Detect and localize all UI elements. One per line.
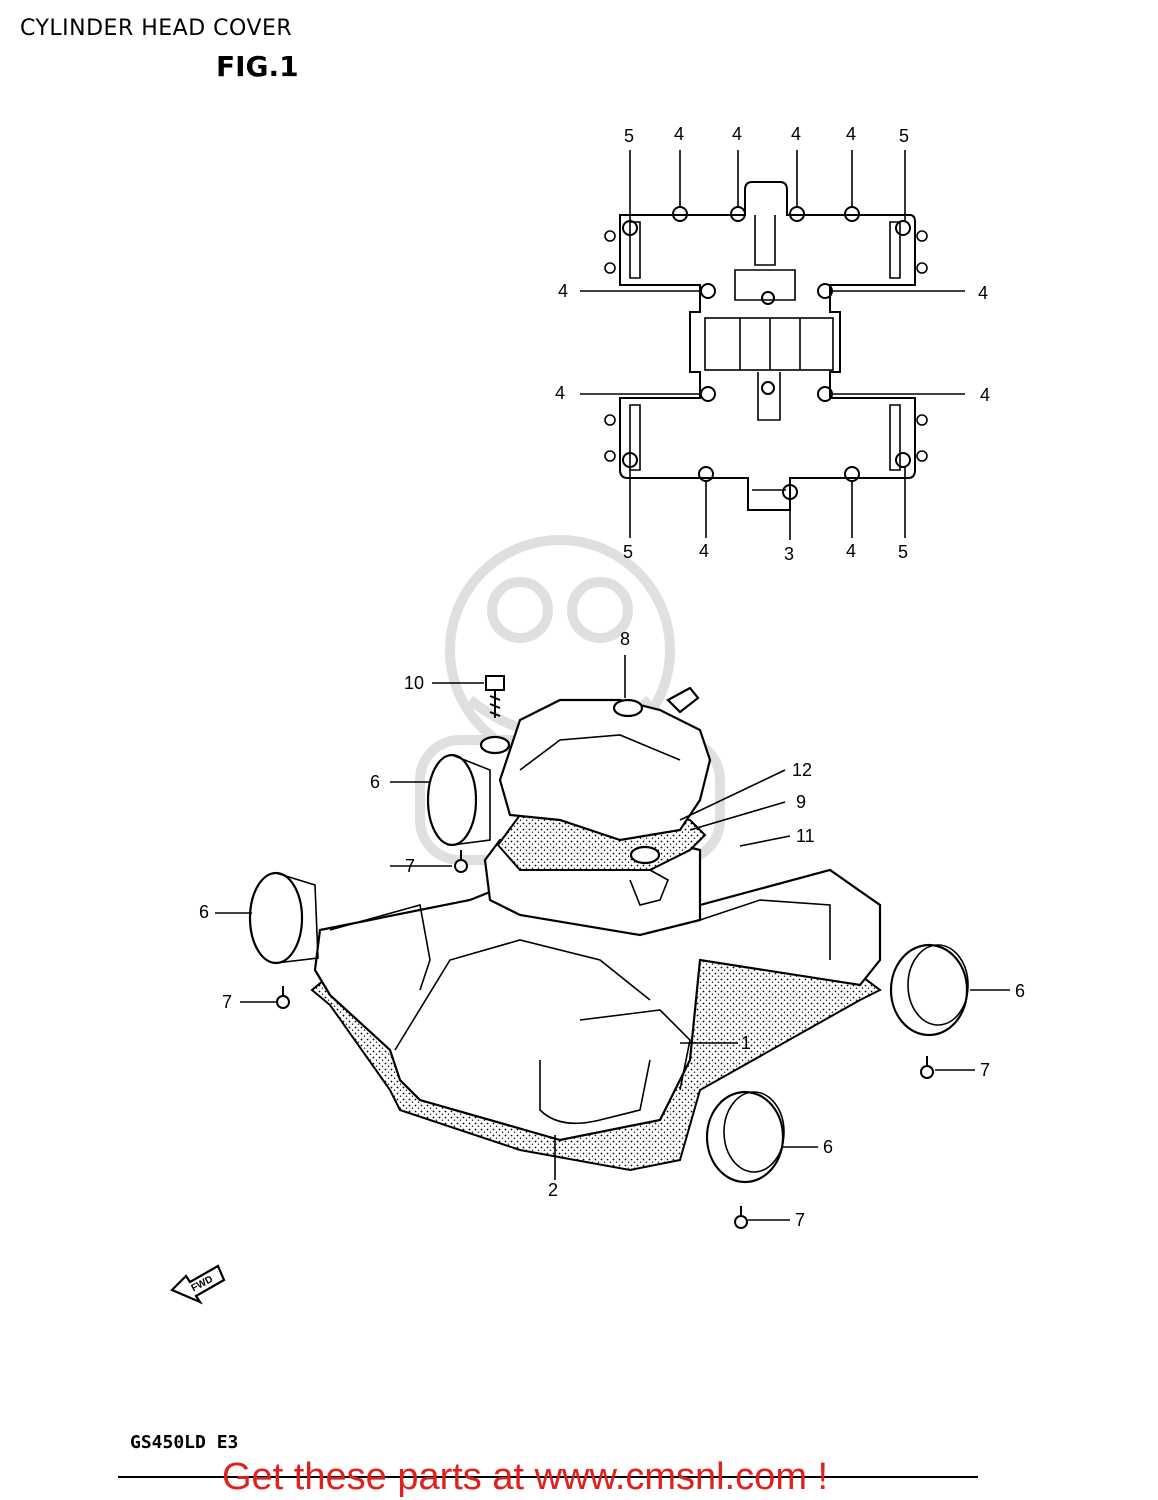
callout-label: 5 <box>623 542 633 562</box>
cap-lower <box>705 1090 785 1184</box>
callout-label: 4 <box>846 124 856 144</box>
callout-label: 7 <box>222 992 232 1012</box>
callout-label: 6 <box>823 1137 833 1157</box>
figure-label: FIG.1 <box>216 50 299 83</box>
screws-7 <box>276 850 934 1229</box>
callout-label: 6 <box>199 902 209 922</box>
cap-left <box>248 871 319 965</box>
callout-label: 1 <box>741 1033 751 1053</box>
callout-label: 9 <box>796 792 806 812</box>
callout-label: 6 <box>370 772 380 792</box>
callout-label: 7 <box>980 1060 990 1080</box>
cap-upper-left <box>426 753 491 847</box>
shop-link[interactable]: Get these parts at www.cmsnl.com ! <box>222 1456 829 1498</box>
callout-label: 5 <box>899 126 909 146</box>
callout-label: 12 <box>792 760 812 780</box>
callout-label: 4 <box>980 385 990 405</box>
model-code: GS450LD E3 <box>130 1432 239 1453</box>
callout-label: 5 <box>624 126 634 146</box>
callout-label: 7 <box>795 1210 805 1230</box>
callout-label: 7 <box>405 856 415 876</box>
callout-label: 10 <box>404 673 424 693</box>
callout-label: 4 <box>555 383 565 403</box>
callout-label: 4 <box>732 124 742 144</box>
callout-label: 4 <box>978 283 988 303</box>
callout-label: 3 <box>784 544 794 564</box>
callout-label: 4 <box>558 281 568 301</box>
callout-label: 4 <box>791 124 801 144</box>
callout-label: 11 <box>796 826 815 846</box>
exploded-view <box>215 655 1010 1229</box>
cap-right <box>889 943 969 1037</box>
callout-label: 6 <box>1015 981 1025 1001</box>
breather-cover <box>498 698 712 842</box>
top-view-plan <box>580 150 965 540</box>
callout-label: 4 <box>674 124 684 144</box>
page-title: CYLINDER HEAD COVER <box>20 16 293 41</box>
callout-label: 4 <box>846 541 856 561</box>
forward-arrow-icon: FWD <box>170 1264 226 1305</box>
footer-divider <box>118 1476 978 1478</box>
callout-label: 2 <box>548 1180 558 1200</box>
bolt-10 <box>485 675 505 718</box>
callout-label: 4 <box>699 541 709 561</box>
callout-label: 8 <box>620 629 630 649</box>
callout-label: 5 <box>898 542 908 562</box>
